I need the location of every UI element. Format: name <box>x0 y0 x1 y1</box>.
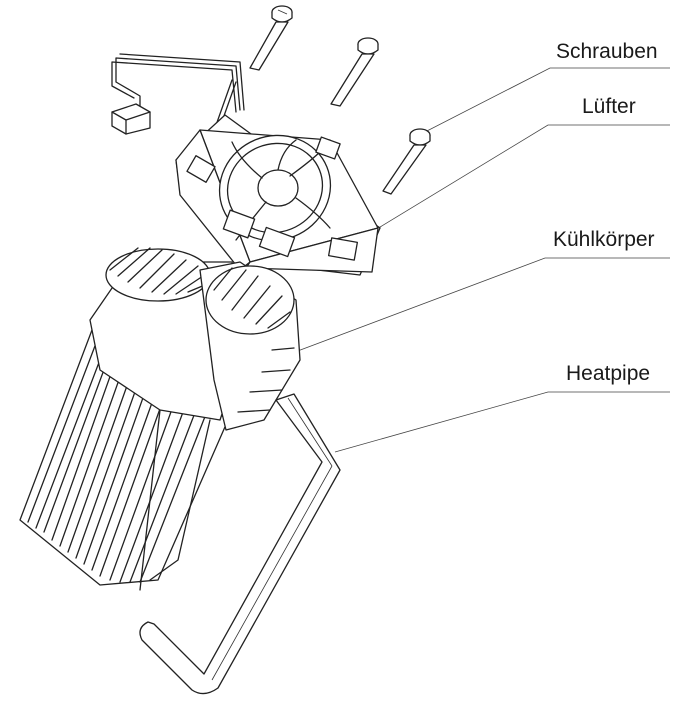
screw <box>382 128 431 195</box>
heatpipe <box>139 393 341 695</box>
fan-cable <box>111 53 245 131</box>
label-heatsink: Kühlkörper <box>553 228 655 251</box>
leader-fan <box>361 124 670 239</box>
label-screws: Schrauben <box>556 40 658 63</box>
leader-heatsink <box>294 257 670 353</box>
fan <box>175 114 381 276</box>
label-heatpipe: Heatpipe <box>566 362 651 385</box>
leader-heatpipe <box>334 391 670 453</box>
label-fan: Lüfter <box>582 95 636 118</box>
heatsink <box>19 247 301 591</box>
screw <box>249 5 293 71</box>
screw <box>330 37 379 107</box>
fan-connector <box>111 103 151 135</box>
leader-screws <box>422 67 670 134</box>
leader-lines <box>294 67 670 453</box>
